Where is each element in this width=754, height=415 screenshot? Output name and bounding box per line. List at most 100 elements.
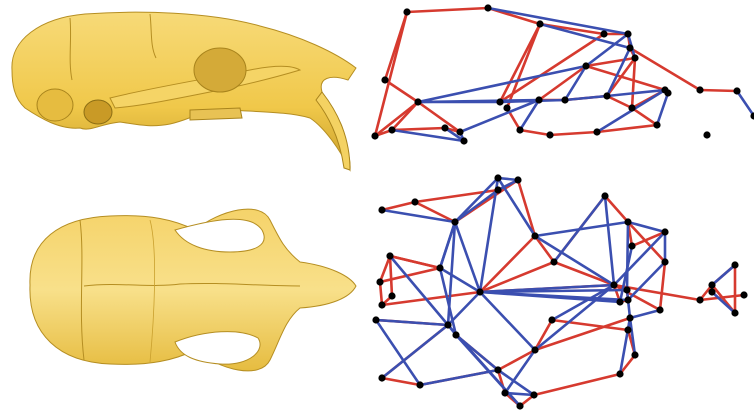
dorsal-landmark (494, 366, 501, 373)
dorsal-edge-red (535, 236, 554, 262)
dorsal-landmark (624, 218, 631, 225)
lateral-edge-red (520, 130, 550, 135)
lateral-landmark (733, 87, 740, 94)
dorsal-landmark (731, 261, 738, 268)
dorsal-landmark (378, 374, 385, 381)
dorsal-landmark (372, 316, 379, 323)
dorsal-landmark (616, 370, 623, 377)
lateral-landmark (631, 54, 638, 61)
lateral-landmark (603, 92, 610, 99)
lateral-landmark (496, 98, 503, 105)
dorsal-landmark (708, 281, 715, 288)
lateral-landmark (414, 98, 421, 105)
lateral-landmark (456, 128, 463, 135)
lateral-edge-blue (737, 91, 754, 116)
dorsal-landmark (501, 389, 508, 396)
dorsal-landmark (378, 301, 385, 308)
dorsal-landmark (516, 402, 523, 409)
dorsal-landmark (436, 264, 443, 271)
lateral-landmark (561, 96, 568, 103)
dorsal-edge-red (660, 262, 665, 310)
lateral-landmark (696, 86, 703, 93)
lateral-landmark (535, 96, 542, 103)
dorsal-edge-blue (712, 265, 735, 285)
lateral-edge-red (385, 80, 418, 102)
lateral-edge-red (632, 58, 635, 108)
landmark-network-dorsal (365, 165, 754, 415)
dorsal-edge-red (518, 180, 535, 236)
dorsal-edge-blue (498, 178, 535, 236)
dorsal-landmark (661, 228, 668, 235)
lateral-edge-red (392, 128, 445, 130)
lateral-landmark (503, 104, 510, 111)
lateral-edge-red (700, 90, 737, 91)
dorsal-landmark (696, 296, 703, 303)
dorsal-edge-blue (628, 262, 665, 300)
lateral-edge-red (632, 108, 657, 125)
dorsal-landmark (378, 206, 385, 213)
dorsal-landmark (624, 326, 631, 333)
dorsal-edge-blue (630, 310, 660, 318)
dorsal-landmark (494, 174, 501, 181)
skull-lateral-render (0, 0, 365, 180)
dorsal-edge-blue (382, 325, 448, 378)
dorsal-landmark (550, 258, 557, 265)
lateral-landmark (381, 76, 388, 83)
molar-row (190, 108, 242, 120)
lateral-landmark (460, 137, 467, 144)
lateral-landmark (653, 121, 660, 128)
lateral-landmark (624, 30, 631, 37)
dorsal-landmark (388, 292, 395, 299)
dorsal-landmark (548, 316, 555, 323)
dorsal-landmark (610, 281, 617, 288)
lateral-landmark (664, 89, 671, 96)
lateral-edge-blue (392, 130, 464, 141)
dorsal-landmark (444, 321, 451, 328)
dorsal-edge-blue (376, 320, 448, 325)
dorsal-landmark (731, 309, 738, 316)
lateral-edge-red (392, 102, 418, 130)
dorsal-landmark (376, 278, 383, 285)
lateral-landmark (516, 126, 523, 133)
lateral-edge-red (550, 132, 597, 135)
dorsal-edge-blue (456, 335, 520, 406)
lateral-edge-blue (607, 48, 630, 96)
dorsal-landmark (476, 288, 483, 295)
lateral-landmark (593, 128, 600, 135)
dorsal-edge-red (382, 202, 415, 210)
dorsal-landmark (626, 314, 633, 321)
dorsal-edge-red (390, 256, 392, 296)
dorsal-landmark (601, 192, 608, 199)
dorsal-edge-blue (627, 222, 628, 290)
dorsal-landmark (708, 288, 715, 295)
dorsal-landmark (624, 296, 631, 303)
lateral-edge-blue (540, 24, 630, 48)
lateral-landmark (600, 30, 607, 37)
skull-dorsal-render (0, 190, 365, 415)
dorsal-landmark (661, 258, 668, 265)
lateral-landmark (484, 4, 491, 11)
dorsal-landmark (631, 351, 638, 358)
lateral-landmark (703, 131, 710, 138)
dorsal-edge-red (382, 378, 420, 385)
lateral-landmark (536, 20, 543, 27)
lateral-landmark (546, 131, 553, 138)
dorsal-landmark (740, 291, 747, 298)
dorsal-landmark (628, 242, 635, 249)
dorsal-landmark (386, 252, 393, 259)
dorsal-edge-blue (480, 292, 535, 350)
lateral-landmark (626, 44, 633, 51)
dorsal-landmark (656, 306, 663, 313)
dorsal-landmark (514, 176, 521, 183)
dorsal-landmark (494, 186, 501, 193)
dorsal-edge-blue (455, 222, 480, 292)
dorsal-landmark (531, 232, 538, 239)
dorsal-edge-blue (614, 232, 665, 285)
dorsal-edge-red (380, 256, 390, 282)
dorsal-landmark (451, 218, 458, 225)
dorsal-landmark (530, 391, 537, 398)
dorsal-edge-blue (605, 196, 614, 285)
dorsal-landmark (616, 298, 623, 305)
dorsal-edge-blue (420, 370, 498, 385)
dorsal-landmark (411, 198, 418, 205)
